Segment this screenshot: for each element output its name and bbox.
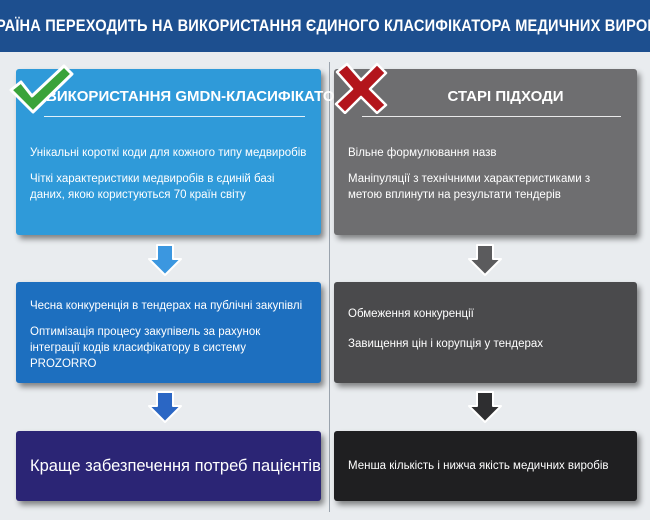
outcome-item: Чесна конкуренція в тендерах на публічні… [30,300,303,312]
gmdn-column-title: ВИКОРИСТАННЯ GMDN-КЛАСИФІКАТОРА [46,88,355,105]
consequence-item: Обмеження конкуренції [348,308,474,320]
checkmark-icon [9,64,74,114]
benefit-item: Чіткі характеристики медвиробів в єдиній… [30,173,275,201]
old-result-box: Менша кількість і нижча якість медичних … [334,431,637,501]
gmdn-outcomes-list: Чесна конкуренція в тендерах на публічні… [30,298,311,372]
old-approaches-title: СТАРІ ПІДХОДИ [447,88,564,105]
page-title: УКРАЇНА ПЕРЕХОДИТЬ НА ВИКОРИСТАННЯ ЄДИНО… [0,16,650,35]
old-result-text: Менша кількість і нижча якість медичних … [348,460,609,472]
arrow-down-icon [468,391,502,423]
gmdn-benefits-box: ВИКОРИСТАННЯ GMDN-КЛАСИФІКАТОРА Унікальн… [16,69,355,235]
old-approaches-list: Вільне формулювання назв Маніпуляції з т… [348,145,627,203]
outcome-item: Оптимізація процесу закупівель за рахуно… [30,326,261,370]
title-underline [44,116,305,117]
old-consequences-list: Обмеження конкуренції Завищення цін і ко… [348,306,627,352]
cross-icon [334,62,388,114]
problem-item: Вільне формулювання назв [348,147,497,159]
arrow-down-icon [148,391,182,423]
column-divider [329,62,330,512]
benefit-item: Унікальні короткі коди для кожного типу … [30,147,307,159]
old-approaches-box: СТАРІ ПІДХОДИ Вільне формулювання назв М… [334,69,637,235]
title-underline [362,116,621,117]
gmdn-outcomes-box: Чесна конкуренція в тендерах на публічні… [16,282,321,383]
consequence-item: Завищення цін і корупція у тендерах [348,338,544,350]
arrow-down-icon [468,244,502,276]
problem-item: Маніпуляції з технічними характеристикам… [348,173,591,201]
header-banner: УКРАЇНА ПЕРЕХОДИТЬ НА ВИКОРИСТАННЯ ЄДИНО… [0,0,650,52]
gmdn-result-text: Краще забезпечення потреб пацієнтів [30,457,321,475]
arrow-down-icon [148,244,182,276]
old-consequences-box: Обмеження конкуренції Завищення цін і ко… [334,282,637,383]
gmdn-benefits-list: Унікальні короткі коди для кожного типу … [30,145,311,203]
gmdn-result-box: Краще забезпечення потреб пацієнтів [16,431,321,501]
